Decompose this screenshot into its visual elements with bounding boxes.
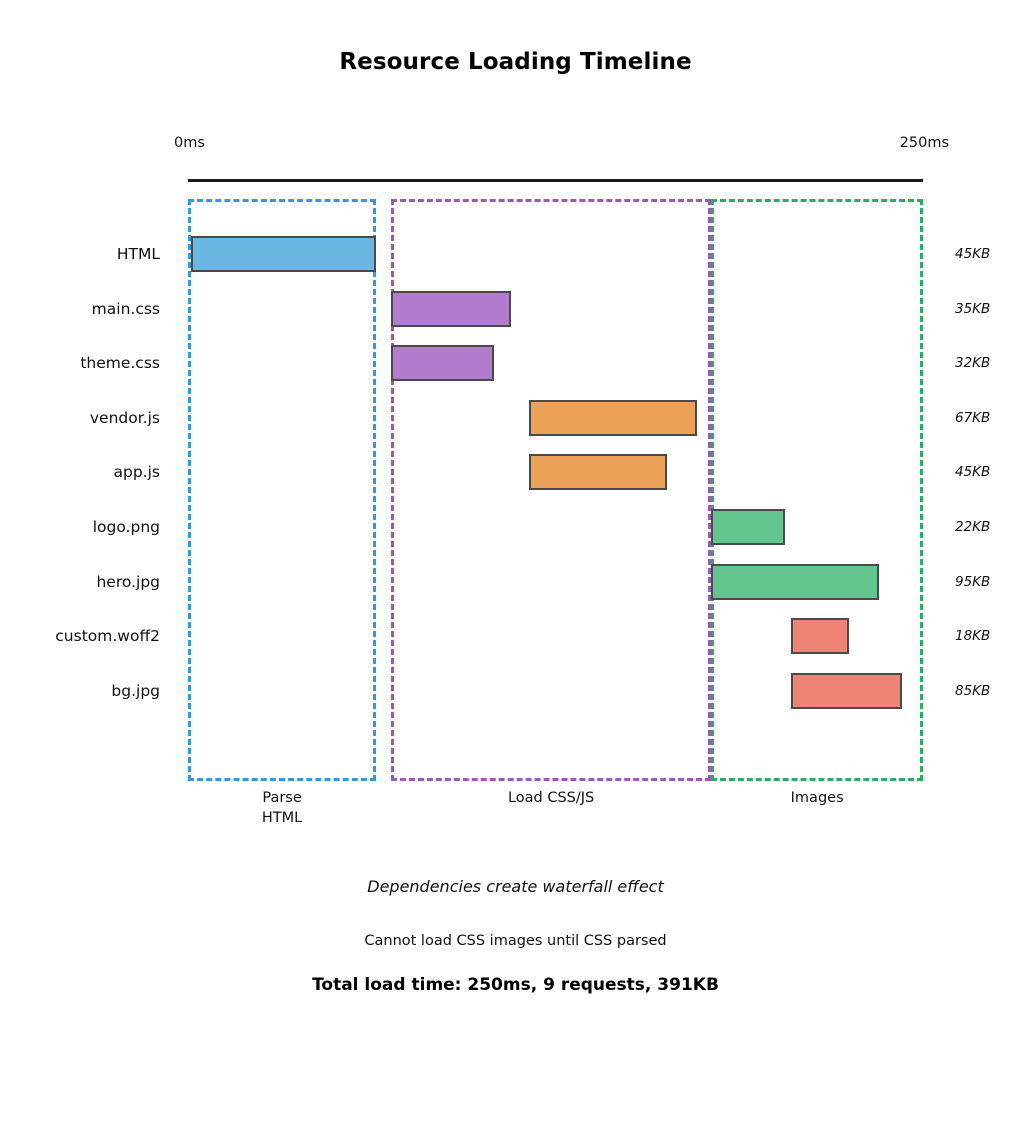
bar-bg.jpg[interactable] bbox=[790, 672, 903, 709]
size-label-bg.jpg: 85KB bbox=[955, 682, 991, 699]
size-label-theme.css: 32KB bbox=[955, 355, 991, 372]
phase-box-3 bbox=[711, 199, 923, 781]
bar-custom.woff2[interactable] bbox=[790, 618, 850, 655]
resource-label-app.js: app.js bbox=[113, 463, 161, 482]
annotation-css-images: Cannot load CSS images until CSS parsed bbox=[364, 933, 667, 949]
bar-app.js[interactable] bbox=[529, 454, 668, 491]
resource-label-main.css: main.css bbox=[91, 299, 160, 318]
phase-box-1 bbox=[188, 199, 377, 781]
resource-label-bg.jpg: bg.jpg bbox=[111, 681, 160, 700]
size-label-custom.woff2: 18KB bbox=[955, 628, 991, 645]
phase-label-1: Parse HTML bbox=[261, 790, 303, 826]
axis-tick-start: 0ms bbox=[174, 135, 205, 151]
resource-label-theme.css: theme.css bbox=[80, 354, 160, 373]
size-label-main.css: 35KB bbox=[955, 300, 991, 317]
bar-HTML[interactable] bbox=[190, 236, 377, 272]
phase-label-2: Load CSS/JS bbox=[507, 790, 595, 806]
size-label-HTML: 45KB bbox=[955, 246, 991, 262]
annotation-waterfall: Dependencies create waterfall effect bbox=[367, 877, 664, 896]
bar-main.css[interactable] bbox=[390, 290, 512, 327]
phase-box-2 bbox=[390, 199, 712, 781]
resource-label-logo.png: logo.png bbox=[92, 518, 160, 536]
resource-label-vendor.js: vendor.js bbox=[89, 408, 160, 427]
axis-tick-end: 250ms bbox=[899, 135, 949, 151]
annotation-total-summary: Total load time: 250ms, 9 requests, 391K… bbox=[312, 975, 719, 995]
size-label-hero.jpg: 95KB bbox=[955, 573, 991, 590]
phase-label-3: Images bbox=[790, 790, 844, 806]
timeline-axis bbox=[188, 179, 923, 182]
size-label-logo.png: 22KB bbox=[955, 519, 991, 535]
resource-label-hero.jpg: hero.jpg bbox=[96, 572, 160, 591]
page-title: Resource Loading Timeline bbox=[339, 49, 692, 75]
resource-label-HTML: HTML bbox=[116, 245, 160, 263]
bar-vendor.js[interactable] bbox=[529, 399, 697, 436]
bar-theme.css[interactable] bbox=[390, 345, 494, 382]
size-label-vendor.js: 67KB bbox=[955, 409, 991, 426]
resource-label-custom.woff2: custom.woff2 bbox=[55, 627, 160, 646]
bar-logo.png[interactable] bbox=[711, 509, 785, 545]
size-label-app.js: 45KB bbox=[955, 464, 991, 481]
bar-hero.jpg[interactable] bbox=[711, 563, 879, 600]
